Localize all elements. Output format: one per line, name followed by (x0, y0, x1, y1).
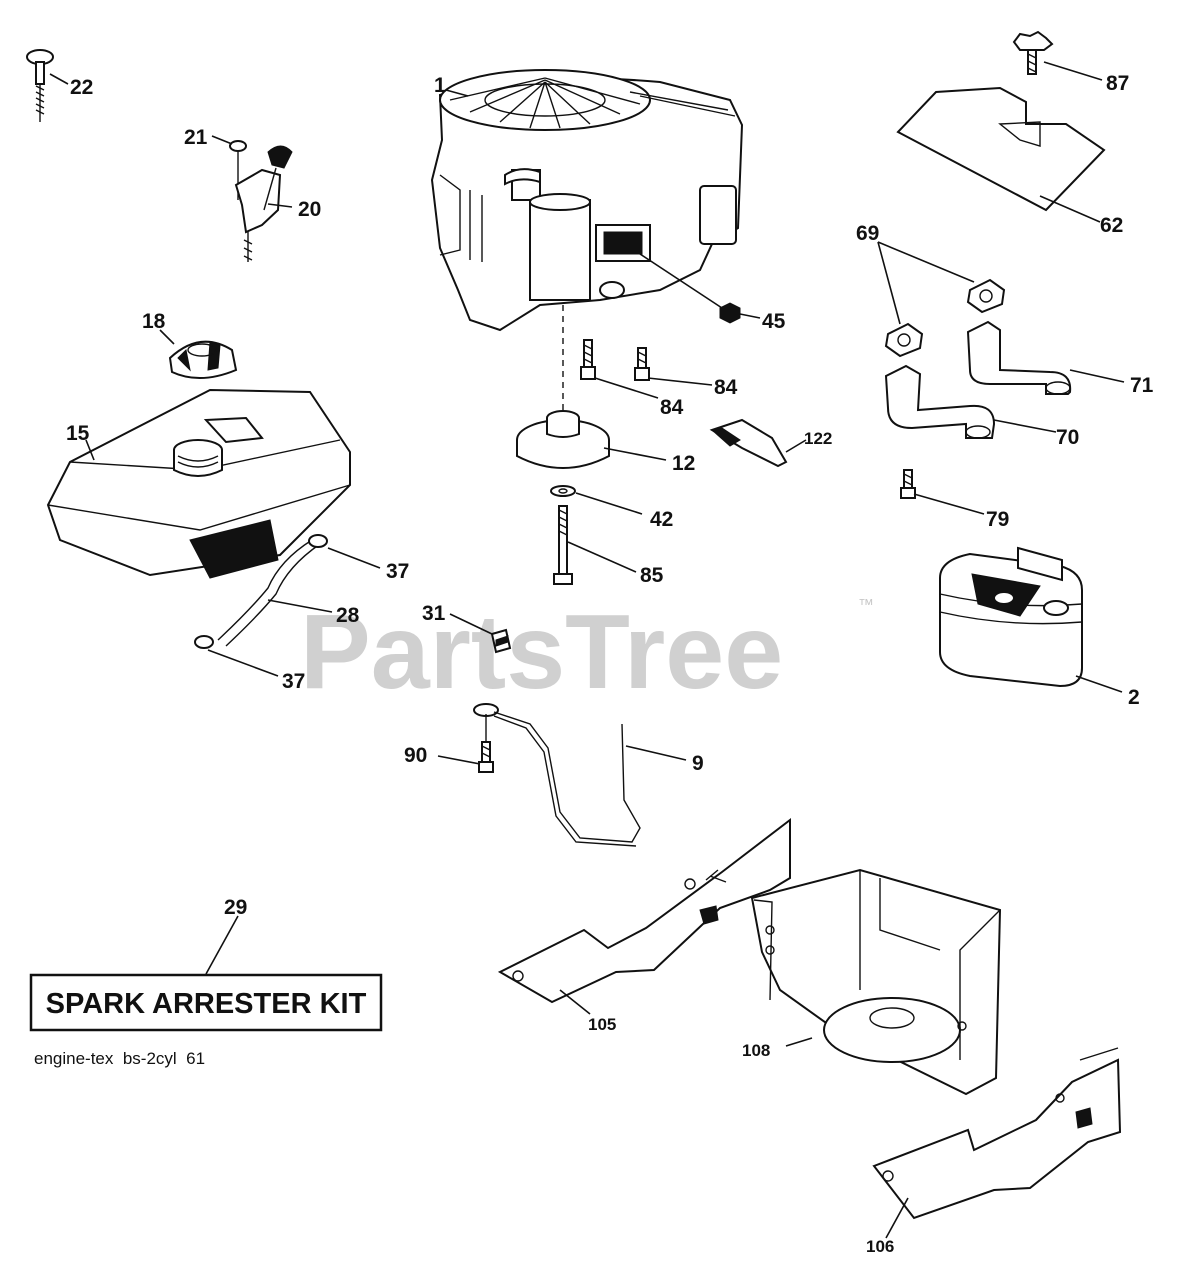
callout-122[interactable]: 122 (804, 429, 832, 448)
partstree-watermark: PartsTree (300, 593, 783, 711)
part-105-bracket[interactable] (497, 817, 791, 1015)
part-42-washer[interactable] (550, 485, 643, 515)
callout-21[interactable]: 21 (184, 126, 208, 149)
spark-arrester-kit-box[interactable] (29, 973, 383, 1032)
part-18-fuel-cap[interactable] (159, 329, 238, 380)
part-2-muffler[interactable] (939, 546, 1123, 693)
part-90-screw[interactable] (437, 714, 494, 773)
callout-105[interactable]: 105 (588, 1015, 616, 1034)
part-71-exhaust-pipe[interactable] (966, 320, 1125, 395)
callout-31[interactable]: 31 (422, 602, 446, 625)
callout-45[interactable]: 45 (762, 310, 786, 333)
callout-28[interactable]: 28 (336, 604, 360, 627)
part-1-engine[interactable] (430, 69, 744, 332)
callout-84-b[interactable]: 84 (714, 376, 738, 399)
callout-15[interactable]: 15 (66, 422, 90, 445)
callout-22[interactable]: 22 (70, 76, 93, 99)
part-87-knob[interactable] (1012, 30, 1103, 81)
callout-79[interactable]: 79 (986, 508, 1009, 531)
part-70-exhaust-pipe[interactable] (884, 364, 1057, 439)
callout-108[interactable]: 108 (742, 1041, 770, 1060)
drawing-identifier: engine-tex bs-2cyl 61 (34, 1049, 205, 1068)
callout-20[interactable]: 20 (298, 198, 321, 221)
part-22-knob-screw[interactable] (26, 49, 69, 122)
callout-18[interactable]: 18 (142, 310, 166, 333)
part-9-rod[interactable] (473, 703, 687, 847)
callout-90[interactable]: 90 (404, 744, 427, 767)
part-28-fuel-line[interactable] (217, 539, 333, 647)
callout-69[interactable]: 69 (856, 222, 879, 245)
callout-71[interactable]: 71 (1130, 374, 1154, 397)
callout-106[interactable]: 106 (866, 1237, 894, 1256)
part-85-bolt[interactable] (553, 505, 637, 585)
callout-2[interactable]: 2 (1128, 686, 1140, 709)
part-108-cover[interactable] (750, 868, 1002, 1096)
part-79-screw[interactable] (900, 469, 985, 515)
part-20-throttle-control[interactable] (234, 145, 293, 262)
callout-37-lower[interactable]: 37 (282, 670, 305, 693)
trademark-symbol: ™ (858, 597, 874, 614)
callout-84-a[interactable]: 84 (660, 396, 684, 419)
part-37-clamp-lower[interactable] (194, 635, 279, 677)
part-106-bracket[interactable] (872, 1047, 1122, 1239)
spark-arrester-kit-label: SPARK ARRESTER KIT (46, 988, 367, 1020)
part-29-leader (205, 915, 239, 975)
part-31-fitting[interactable] (449, 613, 512, 654)
callout-70[interactable]: 70 (1056, 426, 1079, 449)
part-84-bolt-b[interactable] (634, 347, 713, 386)
part-12-pulley[interactable] (516, 410, 667, 469)
callout-12[interactable]: 12 (672, 452, 695, 475)
callout-42[interactable]: 42 (650, 508, 673, 531)
callout-1[interactable]: 1 (434, 74, 446, 97)
part-45-nut[interactable] (639, 253, 761, 324)
callout-87[interactable]: 87 (1106, 72, 1129, 95)
part-15-fuel-tank[interactable] (46, 388, 351, 579)
callout-85[interactable]: 85 (640, 564, 664, 587)
part-62-heat-shield[interactable] (896, 86, 1106, 223)
part-69-gaskets[interactable] (877, 241, 1006, 358)
part-37-clamp-upper[interactable] (308, 534, 381, 569)
callout-29[interactable]: 29 (224, 896, 247, 919)
part-122-belt-guard[interactable] (709, 418, 807, 468)
callout-62[interactable]: 62 (1100, 214, 1123, 237)
callout-37-upper[interactable]: 37 (386, 560, 409, 583)
part-21-screw[interactable] (211, 135, 247, 200)
part-84-bolt-a[interactable] (580, 339, 659, 399)
callout-9[interactable]: 9 (692, 752, 704, 775)
